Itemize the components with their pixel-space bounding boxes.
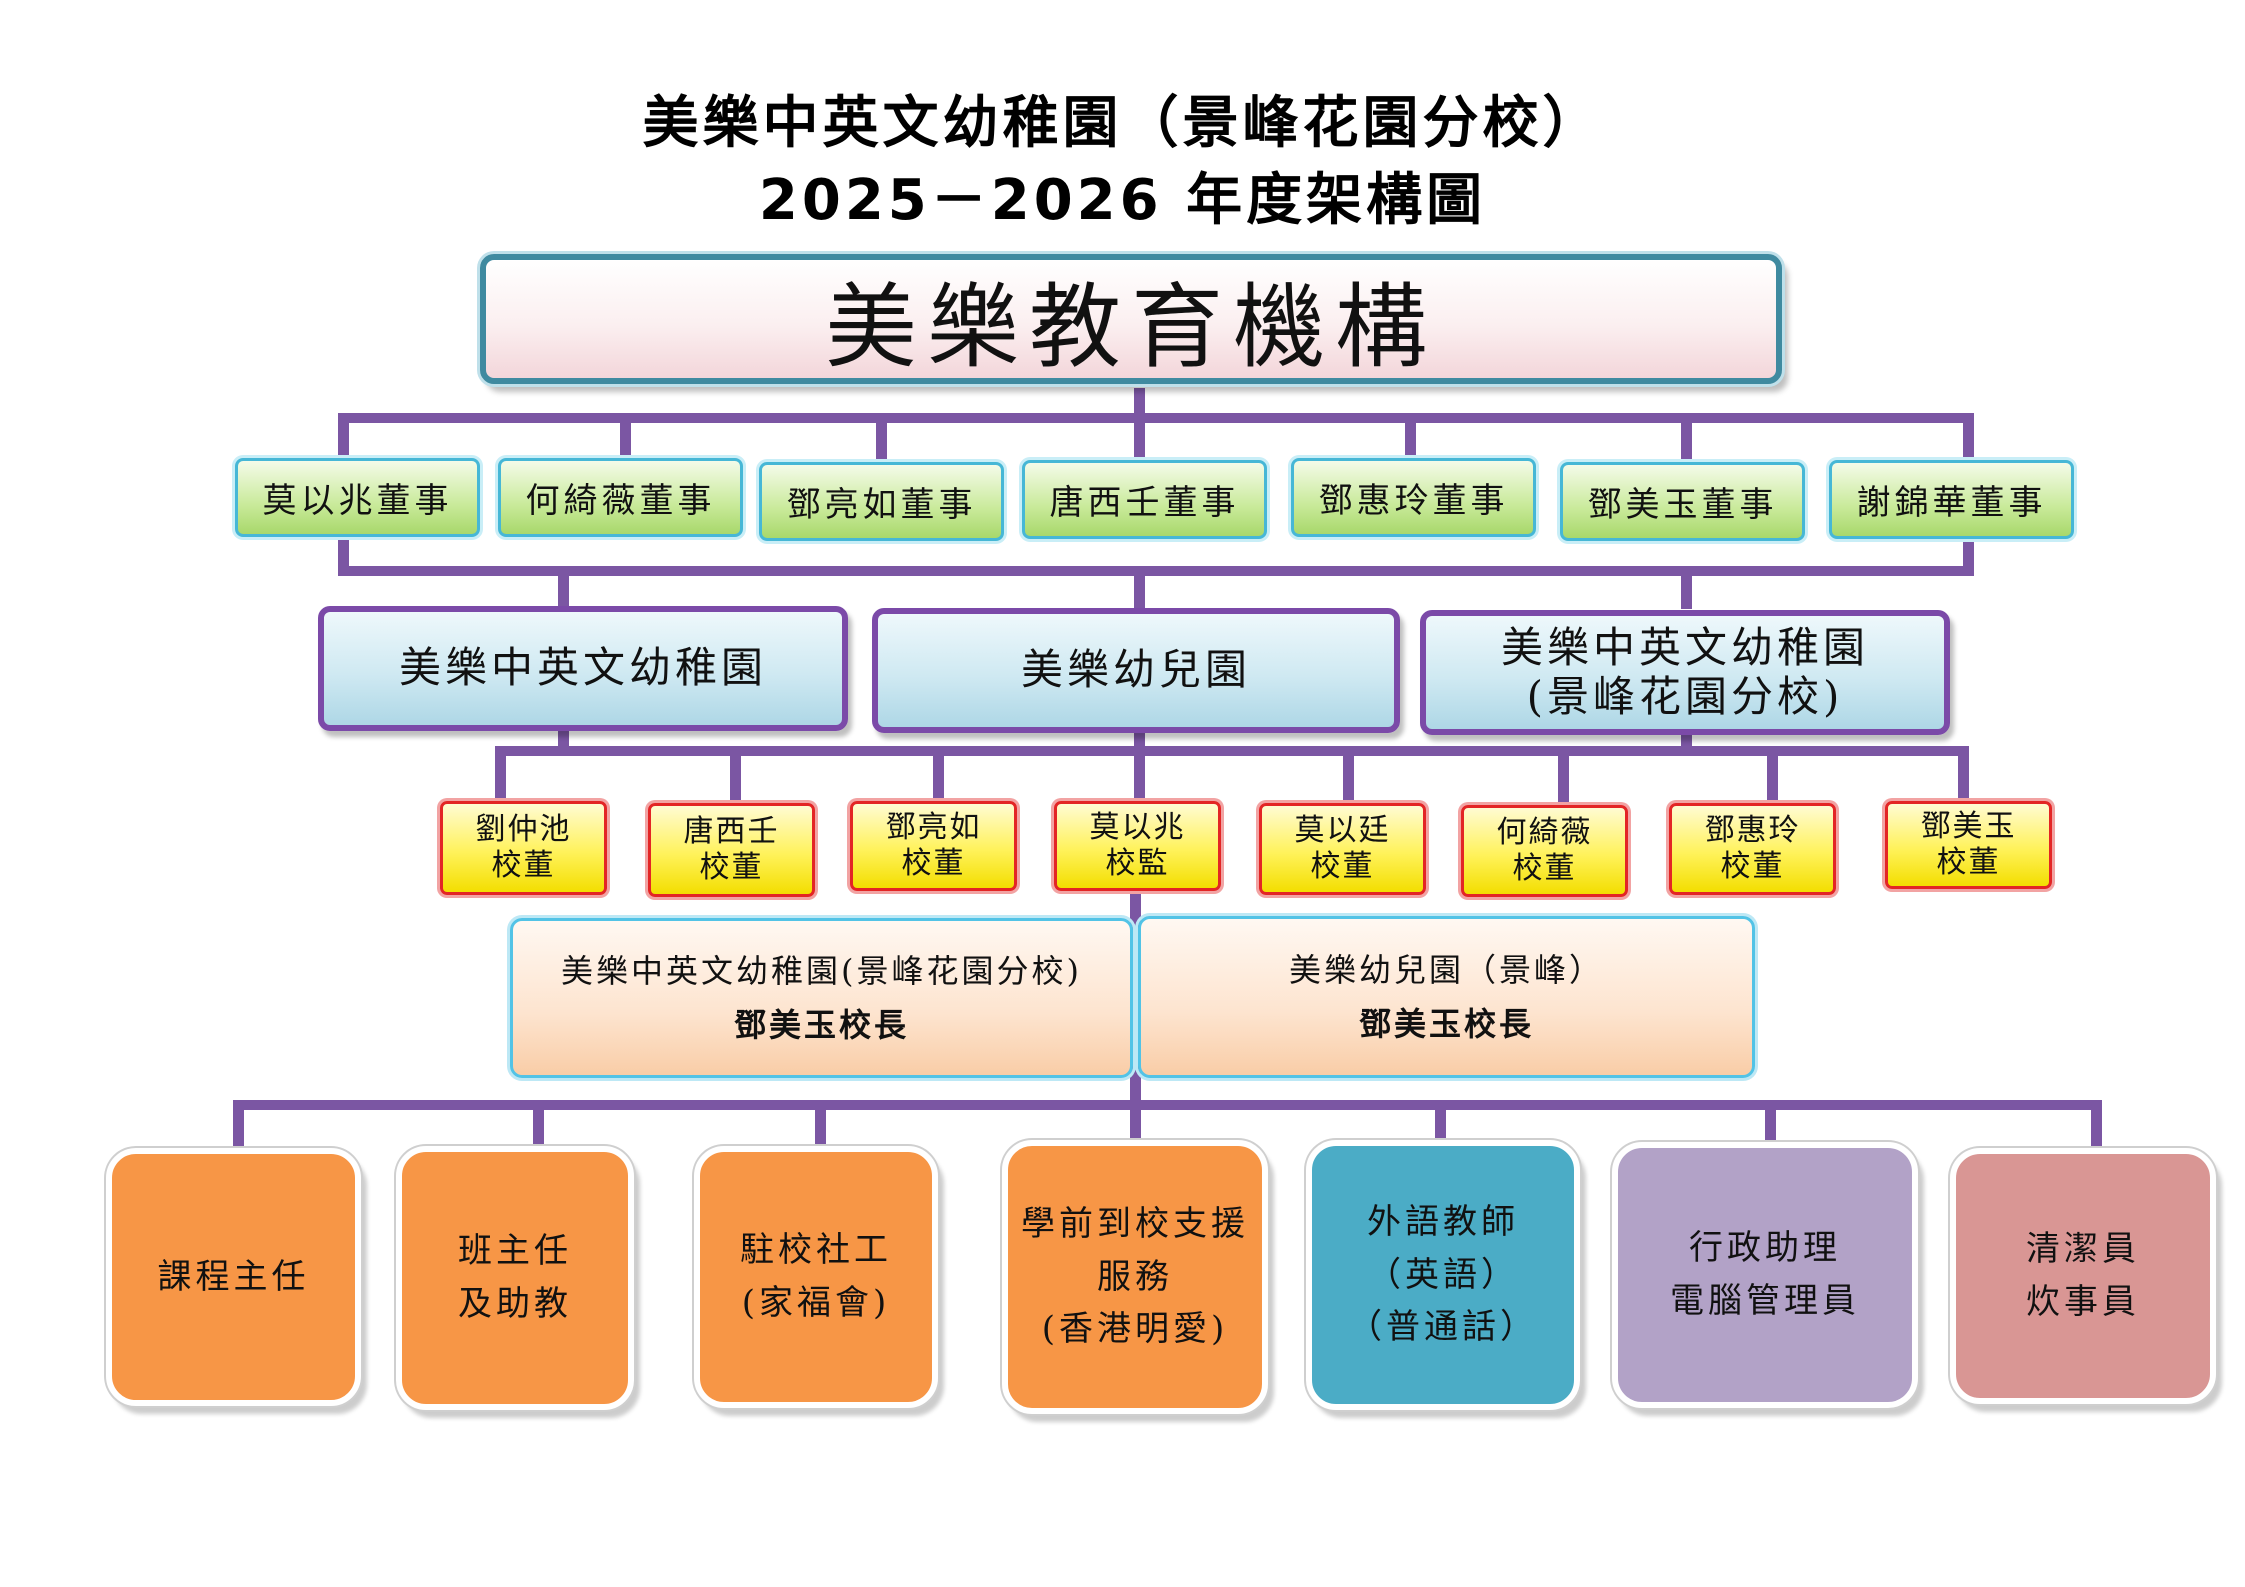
manager-box: 莫以廷 校董 (1259, 803, 1426, 895)
director-box: 謝錦華董事 (1829, 460, 2074, 539)
principal-school: 美樂幼兒園（景峰） (1288, 950, 1604, 989)
manager-name: 莫以廷 (1294, 813, 1391, 848)
staff-label: 及助教 (458, 1284, 572, 1324)
manager-role: 校董 (1936, 845, 2001, 880)
principal-box: 美樂中英文幼稚園(景峰花園分校) 鄧美玉校長 (510, 918, 1133, 1078)
director-box: 何綺薇董事 (498, 458, 743, 537)
manager-name: 莫以兆 (1089, 810, 1186, 845)
staff-label: 炊事員 (2026, 1282, 2140, 1322)
manager-name: 鄧亮如 (885, 810, 982, 845)
staff-box-language-teachers: 外語教師 （英語） （普通話） (1306, 1140, 1580, 1410)
staff-label: (家福會) (741, 1283, 891, 1323)
staff-box-class-teachers: 班主任 及助教 (396, 1146, 634, 1410)
staff-label: 行政助理 (1689, 1228, 1841, 1269)
school-name: 美樂幼兒園 (1020, 645, 1251, 695)
director-box: 莫以兆董事 (235, 458, 480, 537)
staff-label: 清潔員 (2026, 1229, 2140, 1270)
staff-label: 班主任 (458, 1231, 572, 1272)
school-name: 美樂中英文幼稚園 (1500, 623, 1869, 673)
manager-role: 校監 (1105, 846, 1170, 881)
principal-box: 美樂幼兒園（景峰） 鄧美玉校長 (1138, 916, 1755, 1078)
manager-box: 鄧亮如 校董 (850, 801, 1017, 891)
manager-box: 鄧美玉 校董 (1885, 801, 2052, 889)
staff-label: 學前到校支援 (1021, 1203, 1249, 1244)
director-name: 鄧惠玲董事 (1318, 481, 1509, 521)
director-name: 何綺薇董事 (525, 481, 716, 521)
principal-school: 美樂中英文幼稚園(景峰花園分校) (561, 951, 1082, 990)
director-box: 鄧亮如董事 (759, 462, 1004, 541)
staff-label: （英語） (1367, 1254, 1519, 1295)
school-box: 美樂中英文幼稚園 (318, 606, 848, 731)
school-branch: (景峰花園分校) (1526, 671, 1844, 721)
chart-title-line1: 美樂中英文幼稚園（景峰花園分校） (642, 91, 1603, 156)
staff-box-onsite-support: 學前到校支援 服務 (香港明愛) (1002, 1140, 1268, 1414)
manager-name: 唐西壬 (683, 814, 780, 849)
manager-role: 校董 (1310, 849, 1375, 884)
staff-label: 電腦管理員 (1670, 1281, 1860, 1321)
staff-label: 外語教師 (1367, 1201, 1519, 1242)
manager-box: 劉仲池 校董 (440, 801, 607, 895)
manager-name: 劉仲池 (475, 812, 572, 847)
director-name: 莫以兆董事 (262, 481, 453, 521)
staff-box-admin: 行政助理 電腦管理員 (1612, 1142, 1918, 1408)
staff-label: 服務 (1097, 1256, 1173, 1297)
school-box: 美樂幼兒園 (872, 608, 1400, 733)
manager-role: 校董 (699, 850, 764, 885)
supervisor-box: 莫以兆 校監 (1054, 801, 1221, 891)
director-box: 鄧美玉董事 (1560, 462, 1805, 541)
staff-box-curriculum-head: 課程主任 (106, 1148, 361, 1406)
school-name: 美樂中英文幼稚園 (398, 643, 767, 693)
staff-box-cleaning: 清潔員 炊事員 (1950, 1148, 2216, 1404)
director-name: 謝錦華董事 (1856, 483, 2047, 523)
school-box: 美樂中英文幼稚園 (景峰花園分校) (1420, 610, 1950, 735)
manager-name: 何綺薇 (1496, 815, 1593, 850)
chart-title-line2: 2025－2026 年度架構圖 (758, 168, 1487, 233)
manager-name: 鄧美玉 (1920, 809, 2017, 844)
manager-role: 校董 (1720, 849, 1785, 884)
manager-role: 校董 (1512, 851, 1577, 886)
principal-name: 鄧美玉校長 (1358, 1005, 1534, 1043)
director-name: 唐西壬董事 (1049, 483, 1240, 523)
staff-label: （普通話） (1348, 1307, 1538, 1348)
principal-name: 鄧美玉校長 (733, 1006, 909, 1044)
manager-box: 何綺薇 校董 (1461, 805, 1628, 897)
director-name: 鄧美玉董事 (1587, 485, 1778, 525)
manager-box: 鄧惠玲 校董 (1669, 803, 1836, 895)
staff-label: 課程主任 (157, 1256, 310, 1297)
staff-box-social-worker: 駐校社工 (家福會) (694, 1146, 938, 1408)
manager-role: 校董 (491, 848, 556, 883)
manager-box: 唐西壬 校董 (648, 803, 815, 897)
manager-role: 校董 (901, 846, 966, 881)
staff-label: 駐校社工 (740, 1230, 892, 1271)
director-name: 鄧亮如董事 (786, 485, 977, 525)
staff-label: (香港明愛) (1041, 1309, 1229, 1350)
organization-box: 美樂教育機構 (480, 254, 1782, 384)
director-box: 唐西壬董事 (1022, 460, 1267, 539)
director-box: 鄧惠玲董事 (1291, 458, 1536, 537)
manager-name: 鄧惠玲 (1704, 813, 1801, 848)
organization-name: 美樂教育機構 (824, 273, 1437, 381)
